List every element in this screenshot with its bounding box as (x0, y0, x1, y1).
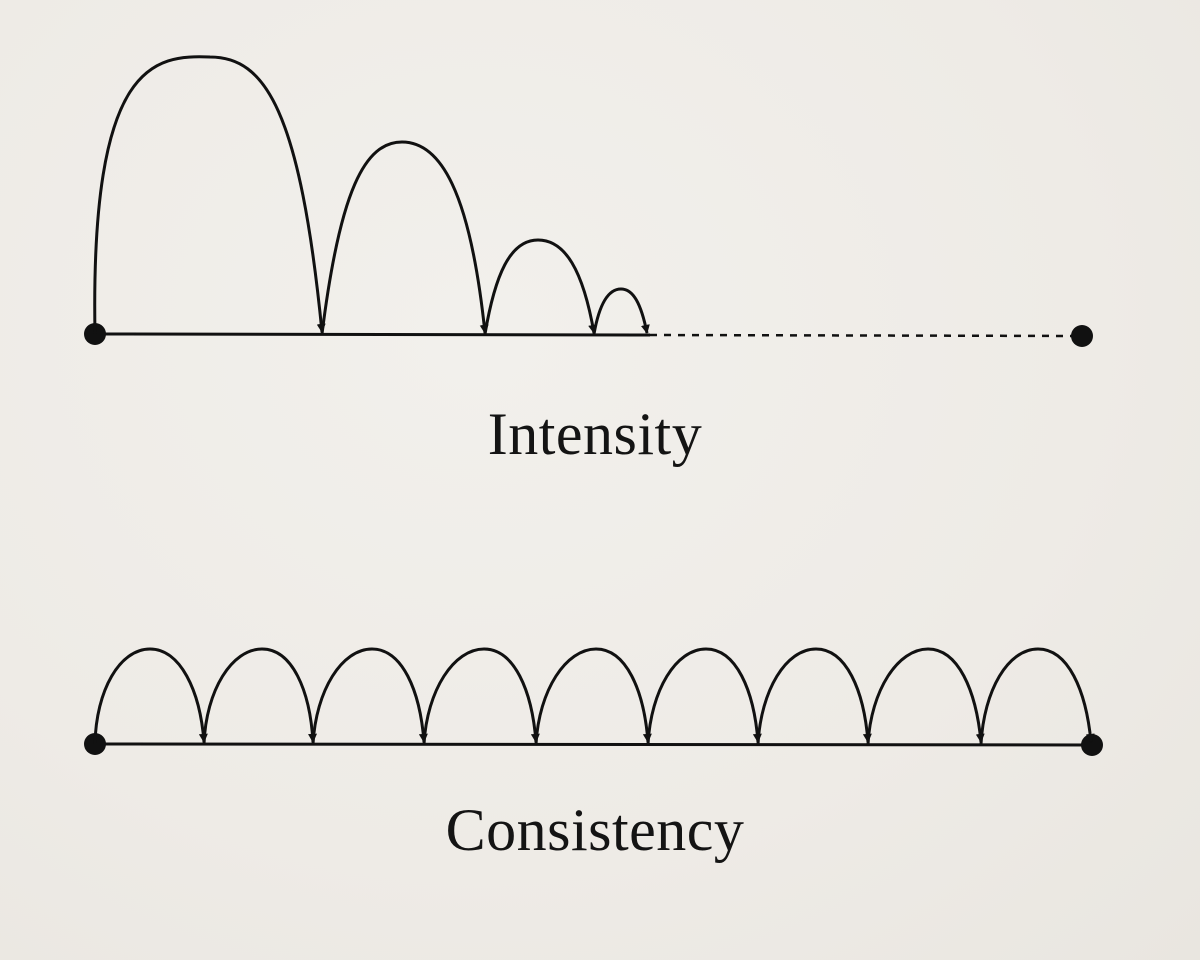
intensity-solid-baseline (94, 332, 651, 337)
intensity-jump-arc-2 (320, 140, 489, 335)
consistency-jump-arc-7 (756, 647, 872, 745)
consistency-jump-arc-5 (534, 647, 652, 745)
intensity-jump-arc-1 (93, 55, 326, 335)
intensity-dashed-baseline (649, 333, 1083, 338)
intensity-diagram (84, 55, 1093, 347)
consistency-jump-arc-8 (866, 647, 985, 745)
consistency-jump-arc-3 (311, 647, 428, 745)
consistency-jump-arc-1 (93, 647, 208, 745)
consistency-jump-arc-6 (646, 647, 762, 745)
intensity-jump-arc-4 (592, 287, 650, 335)
consistency-jump-arc-2 (202, 647, 318, 745)
consistency-jump-arc-4 (422, 647, 540, 745)
intensity-jump-arc-3 (483, 238, 598, 335)
intensity-end-dot (1071, 325, 1093, 347)
consistency-jump-arc-9 (979, 647, 1095, 745)
consistency-label: Consistency (445, 797, 745, 863)
intensity-label: Intensity (487, 401, 703, 467)
consistency-baseline (94, 742, 1093, 747)
consistency-diagram (84, 647, 1103, 756)
